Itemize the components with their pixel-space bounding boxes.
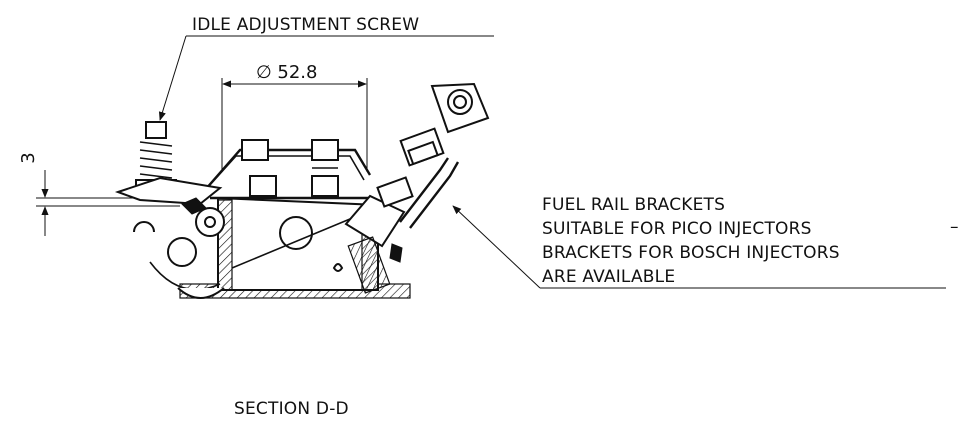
body-port xyxy=(332,263,344,272)
idle-screw-head xyxy=(145,121,167,139)
bore-diameter-value: ∅ 52.8 xyxy=(256,62,317,83)
bracket-arm-inner xyxy=(399,157,449,223)
cable-pulley xyxy=(167,237,198,267)
fitting-left-lower xyxy=(249,175,277,197)
pulley-lower xyxy=(177,287,225,299)
fuel-rail-line-2: SUITABLE FOR PICO INJECTORS xyxy=(542,219,812,239)
bracket-bolt-center xyxy=(453,95,467,109)
fitting-right-top xyxy=(311,139,339,161)
throttle-body-assembly xyxy=(114,82,490,299)
throttle-shaft xyxy=(279,216,313,250)
throttle-lever xyxy=(114,176,223,206)
gap-value: 3 xyxy=(18,152,39,163)
idle-screw-leader xyxy=(158,35,187,121)
lever-stop xyxy=(181,197,207,215)
return-hook xyxy=(133,221,155,233)
right-injector xyxy=(344,176,414,294)
pulley-sweep xyxy=(149,261,221,291)
throttle-plate xyxy=(231,213,363,269)
injector-cap xyxy=(376,176,414,208)
fuel-rail-line-4: ARE AVAILABLE xyxy=(542,267,675,287)
fuel-rail-callout: FUEL RAIL BRACKETS SUITABLE FOR PICO INJ… xyxy=(452,195,959,289)
fuel-rail-line-3: BRACKETS FOR BOSCH INJECTORS xyxy=(542,243,840,263)
idle-screw-callout: IDLE ADJUSTMENT SCREW xyxy=(158,15,494,121)
section-label: SECTION D-D xyxy=(234,399,349,419)
fitting-right-lower xyxy=(311,175,339,197)
fuel-rail-bar-inner xyxy=(199,155,365,197)
idle-screw xyxy=(135,121,177,189)
bore-diameter-dimension: ∅ 52.8 xyxy=(221,62,368,172)
fuel-rail-line-1: FUEL RAIL BRACKETS xyxy=(542,195,725,215)
fuel-rail-leader xyxy=(452,205,541,289)
injector-clip xyxy=(389,243,403,263)
lever-pivot-center xyxy=(204,216,216,228)
idle-screw-label: IDLE ADJUSTMENT SCREW xyxy=(192,15,419,35)
injector-nozzle xyxy=(347,236,391,294)
bracket-arm-outer xyxy=(409,161,460,229)
fitting-left-top xyxy=(241,139,269,161)
bracket-nut xyxy=(407,140,439,166)
fuel-rail-bracket xyxy=(399,82,490,229)
idle-screw-spring xyxy=(139,141,173,179)
edge-mark: – xyxy=(950,217,959,237)
